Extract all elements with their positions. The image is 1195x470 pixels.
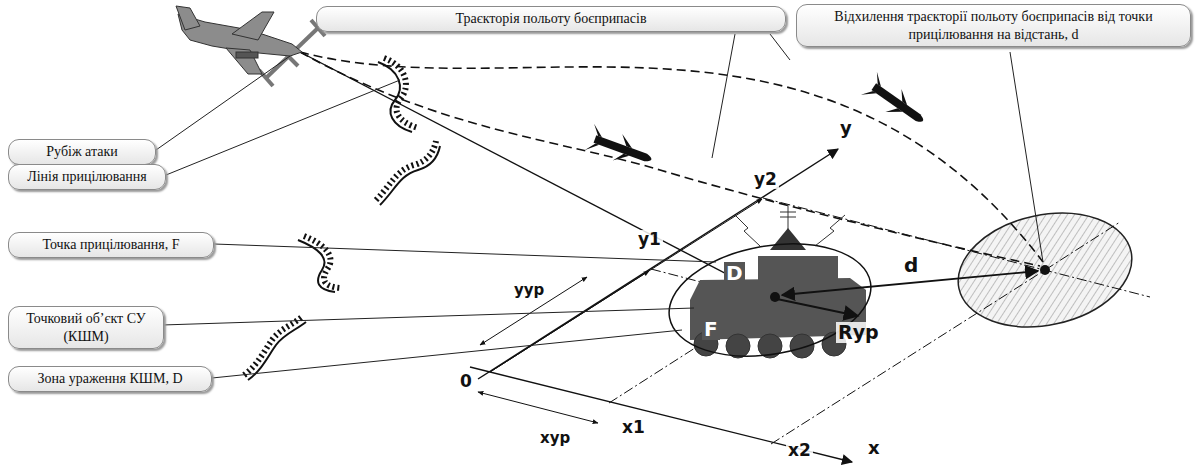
- diagram-label: F: [702, 318, 720, 340]
- callout-box: Точковий об’єкт СУ (КШМ): [8, 306, 164, 349]
- callout-text: Відхилення траєкторії польоту боєприпасі…: [807, 8, 1180, 43]
- callout-text: Траєкторія польоту боєприпасів: [455, 10, 646, 28]
- leader-line: [156, 34, 1043, 378]
- callout-text: Точка прицілювання, F: [42, 236, 179, 254]
- diagram-label: D: [724, 262, 745, 284]
- diagram-label: x2: [786, 441, 813, 460]
- kill-zone: [660, 229, 880, 371]
- aircraft: [176, 6, 302, 74]
- diagram-label: 0: [458, 372, 474, 391]
- aiming-line: [300, 52, 765, 294]
- impact-point: [1040, 265, 1050, 275]
- callout-text: Зона ураження КШМ, D: [37, 370, 182, 388]
- callout-box: Відхилення траєкторії польоту боєприпасі…: [796, 4, 1191, 47]
- callout-box: Лінія прицілювання: [8, 164, 166, 190]
- axes: [470, 149, 1150, 462]
- diagram-label: x: [866, 438, 882, 458]
- callout-box: Рубіж атаки: [8, 139, 156, 165]
- diagram-label: y2: [752, 170, 779, 189]
- callout-box: Точка прицілювання, F: [8, 232, 214, 258]
- diagram-label: yур: [512, 282, 546, 299]
- missile: [585, 72, 931, 173]
- callout-box: Зона ураження КШМ, D: [8, 366, 212, 392]
- diagram-label: y1: [636, 230, 663, 249]
- aim-point: [770, 292, 780, 302]
- callout-text: Лінія прицілювання: [27, 168, 147, 186]
- diagram-label: d: [902, 254, 920, 276]
- diagram-label: Rур: [836, 322, 881, 343]
- callout-box: Траєкторія польоту боєприпасів: [316, 6, 786, 32]
- deviation-zone: [947, 198, 1142, 342]
- radius-arrow: [777, 299, 858, 316]
- callout-text: Точковий об’єкт СУ (КШМ): [19, 310, 153, 345]
- diagram-label: x1: [620, 418, 647, 437]
- callout-text: Рубіж атаки: [46, 143, 117, 161]
- diagram-label: y: [838, 118, 854, 138]
- diagram-label: xур: [538, 430, 572, 447]
- trench-marks: [244, 58, 440, 380]
- trajectory: [300, 52, 1043, 266]
